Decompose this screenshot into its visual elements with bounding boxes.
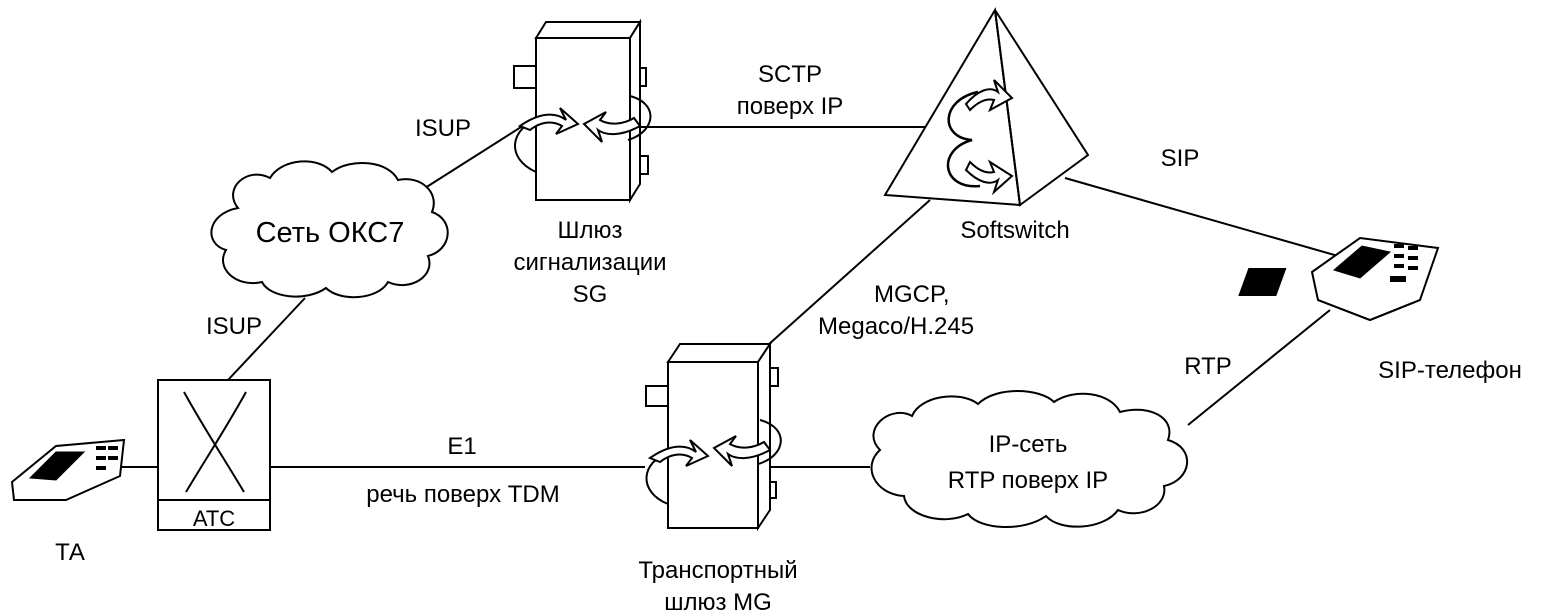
softswitch-swirl-icon <box>946 90 981 188</box>
ats-exchange: АТС <box>157 379 271 531</box>
sctp-label-line1: SCTP <box>758 61 822 88</box>
ip-network-label-line2: RTP поверх IP <box>948 467 1108 494</box>
media-gateway-mg <box>645 340 782 532</box>
sip-phone-label: SIP-телефон <box>1378 357 1522 384</box>
ip-network-label-line1: IP-сеть <box>989 431 1068 458</box>
ss7-network-label: Сеть ОКС7 <box>256 217 405 249</box>
softswitch-label: Softswitch <box>960 217 1069 244</box>
link-ip-network-to-sip-phone <box>1187 309 1331 426</box>
mg-label-line1: Транспортный <box>638 557 797 584</box>
speech-tdm-label: речь поверх TDM <box>366 481 559 508</box>
softswitch-pyramid <box>883 6 1090 207</box>
mgcp-label-line1: MGCP, <box>874 281 950 308</box>
mg-label-line2: шлюз MG <box>664 589 772 616</box>
ip-network-cloud: IP-сеть RTP поверх IP <box>870 390 1188 528</box>
sg-label-line2: сигнализации <box>513 249 666 276</box>
signalling-gateway-sg <box>513 18 652 204</box>
e1-label: E1 <box>447 433 476 460</box>
ss7-network-cloud: Сеть ОКС7 <box>210 160 449 299</box>
ats-label: АТС <box>193 506 235 531</box>
link-ats-to-ss7 <box>227 297 306 381</box>
sg-label-line3: SG <box>573 281 608 308</box>
mgcp-label-line2: Megaco/H.245 <box>818 313 974 340</box>
ta-phone-icon <box>10 438 126 501</box>
sg-swirl-right-icon <box>627 95 652 141</box>
isup-left-label: ISUP <box>206 313 262 340</box>
sg-label-line1: Шлюз <box>557 217 622 244</box>
sip-label: SIP <box>1161 145 1200 172</box>
sip-phone-icon <box>1238 236 1440 322</box>
isup-top-label: ISUP <box>415 115 471 142</box>
rtp-label: RTP <box>1184 353 1232 380</box>
link-softswitch-to-mg <box>767 199 931 346</box>
mg-swirl-right-icon <box>757 419 782 465</box>
link-softswitch-to-sip-phone <box>1064 177 1346 259</box>
connection-lines <box>118 114 1346 468</box>
sctp-label-line2: поверх IP <box>737 93 844 120</box>
ta-label: ТА <box>55 539 85 566</box>
